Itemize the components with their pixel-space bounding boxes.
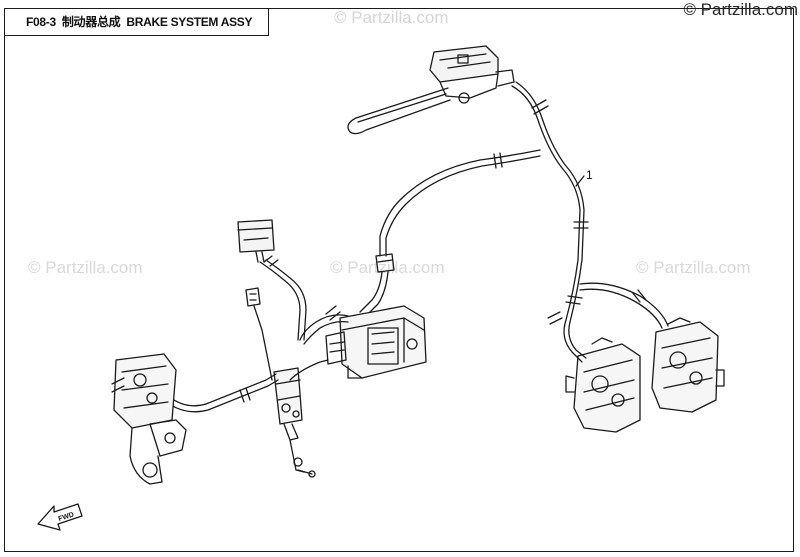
hose-clamps xyxy=(493,99,647,325)
brake-hose-rear[interactable] xyxy=(165,305,349,413)
hose-fitting-junction[interactable] xyxy=(359,253,395,317)
diagram-title-box: F08-3 制动器总成 BRAKE SYSTEM ASSY xyxy=(4,8,269,36)
front-brake-caliper-right[interactable] xyxy=(651,317,725,413)
brake-lever[interactable] xyxy=(347,87,451,135)
handlebar-master-cylinder[interactable] xyxy=(429,45,515,104)
diagram-title-chinese: 制动器总成 xyxy=(61,15,121,29)
abs-modulator-unit[interactable] xyxy=(325,305,427,379)
brake-hose-upper[interactable] xyxy=(379,81,585,323)
front-brake-caliper-left[interactable] xyxy=(565,337,641,433)
diagram-title-english: BRAKE SYSTEM ASSY xyxy=(126,14,253,29)
rear-master-cylinder[interactable] xyxy=(245,287,316,478)
fwd-arrow-label: FWD xyxy=(58,511,75,523)
diagram-frame xyxy=(4,8,794,552)
rear-brake-caliper[interactable] xyxy=(111,353,187,485)
diagram-code: F08-3 xyxy=(26,14,56,29)
callout-1-number: 1 xyxy=(586,168,593,182)
callout-1-leader xyxy=(575,175,585,187)
brake-hose-front-split[interactable] xyxy=(563,282,669,363)
fwd-arrow-icon xyxy=(37,503,83,531)
rear-brake-reservoir[interactable] xyxy=(237,219,307,341)
